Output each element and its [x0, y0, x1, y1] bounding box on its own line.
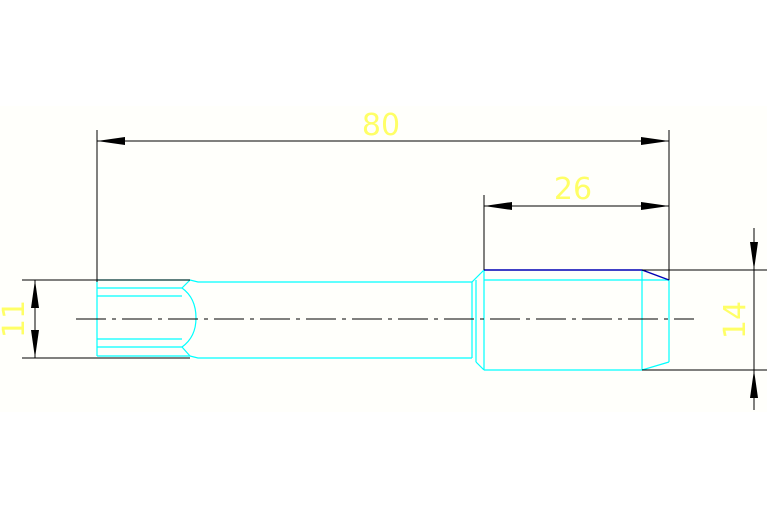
- arrow-26-left: [484, 202, 512, 210]
- shoulder-top-chamfer: [471, 269, 485, 283]
- shaft-bottom-edge: [97, 355, 472, 359]
- arrow-80-right: [641, 137, 669, 145]
- left-chamfer-bottom: [181, 346, 191, 357]
- drawing-sheet: [0, 106, 767, 412]
- dim-text-11: 11: [0, 300, 32, 338]
- dim-text-80: 80: [362, 108, 400, 143]
- shoulder-bottom-chamfer: [475, 361, 485, 371]
- arrow-11-bottom: [31, 330, 39, 358]
- arrow-14-top: [750, 242, 758, 270]
- left-chamfer-top: [181, 279, 191, 289]
- dim-text-14: 14: [718, 301, 753, 339]
- left-bore-arc: [181, 287, 197, 348]
- arrow-80-left: [97, 137, 125, 145]
- arrow-14-bottom: [750, 370, 758, 398]
- arrow-26-right: [641, 202, 669, 210]
- arrow-11-top: [31, 280, 39, 308]
- dimension-lines: [22, 130, 767, 410]
- dim-text-26: 26: [554, 172, 592, 207]
- dimension-arrows: [31, 137, 758, 398]
